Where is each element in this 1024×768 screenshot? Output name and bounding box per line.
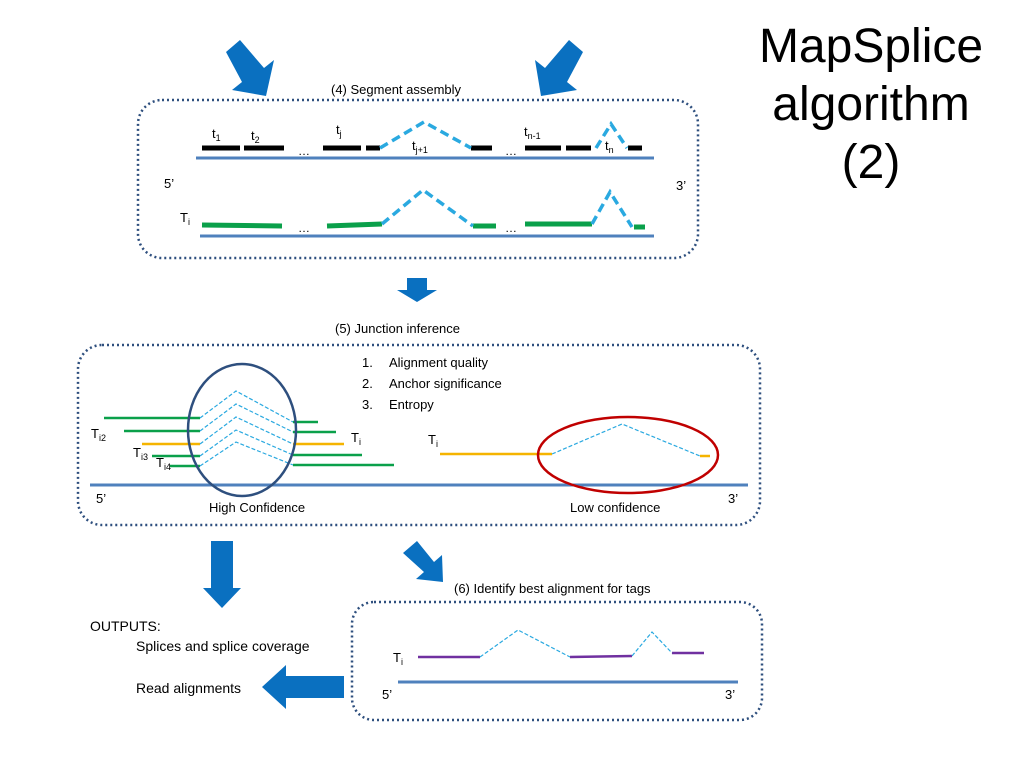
multi-read-gaps <box>199 390 294 467</box>
criteria-num-3: 3. <box>362 397 373 412</box>
criteria-3: Entropy <box>389 397 434 412</box>
read-Ti3-label: Ti3 <box>133 445 148 462</box>
best-alignment-read <box>418 651 704 659</box>
best-alignment-gaps <box>479 629 673 658</box>
arrow-down-small <box>397 278 437 302</box>
high-confidence-circle <box>186 362 298 498</box>
ellipsis-2: … <box>505 144 517 158</box>
low-confidence-circle <box>536 415 720 495</box>
five-prime-label: 5’ <box>164 176 174 191</box>
segment-assembly-box <box>136 98 700 260</box>
arrow-left-outputs <box>262 665 344 709</box>
best-alignment-label: (6) Identify best alignment for tags <box>454 581 651 596</box>
read-Ti2-label: Ti2 <box>91 426 106 443</box>
five-prime-label: 5’ <box>96 491 106 506</box>
title-line-2: algorithm <box>772 78 970 131</box>
junction-inference-box <box>76 343 762 527</box>
assembled-gap-dashed <box>380 187 634 228</box>
arrow-down-left <box>535 40 583 96</box>
tag-t2: t2 <box>251 128 260 145</box>
outputs-item-alignments: Read alignments <box>136 680 242 696</box>
outputs-block: OUTPUTS: Splices and splice coverage Rea… <box>90 616 310 698</box>
criteria-num-1: 1. <box>362 355 373 370</box>
criteria-2: Anchor significance <box>389 376 502 391</box>
gap-dashed <box>379 119 629 150</box>
title-line-3: (2) <box>841 136 901 189</box>
tag-tn: tn <box>605 138 614 155</box>
criteria-num-2: 2. <box>362 376 373 391</box>
five-prime-label: 5’ <box>382 687 392 702</box>
read-Ti4-label: Ti4 <box>156 455 171 472</box>
read-Ti-label-step6: Ti <box>393 650 403 667</box>
high-confidence-label: High Confidence <box>209 500 305 515</box>
tag-t1: t1 <box>212 126 221 143</box>
arrow-down-right-step6 <box>403 541 443 582</box>
ellipsis-3: … <box>298 221 310 235</box>
arrow-down-outputs <box>203 541 241 608</box>
title-line-1: MapSplice <box>758 20 984 73</box>
three-prime-label: 3’ <box>725 687 735 702</box>
segment-assembly-label: (4) Segment assembly <box>331 82 462 97</box>
low-confidence-gap <box>551 423 701 457</box>
low-confidence-label: Low confidence <box>570 500 660 515</box>
tag-tj1: tj+1 <box>412 138 428 155</box>
ellipsis-4: … <box>505 221 517 235</box>
outputs-item-splices: Splices and splice coverage <box>136 638 310 654</box>
best-alignment-box <box>350 600 764 722</box>
read-Ti-label: Ti <box>180 210 190 227</box>
read-Ti-label-low: Ti <box>428 432 438 449</box>
arrow-down-right <box>226 40 274 96</box>
slide-title: MapSplice algorithm (2) <box>740 18 1002 192</box>
three-prime-label: 3’ <box>728 491 738 506</box>
read-Ti-label-right: Ti <box>351 430 361 447</box>
three-prime-label: 3’ <box>676 178 686 193</box>
junction-inference-label: (5) Junction inference <box>335 321 460 336</box>
assembled-read <box>201 221 645 230</box>
ellipsis-1: … <box>298 144 310 158</box>
criteria-1: Alignment quality <box>389 355 488 370</box>
tag-tj: tj <box>336 122 342 139</box>
outputs-heading: OUTPUTS: <box>90 618 161 634</box>
tag-tn1: tn-1 <box>524 124 541 141</box>
